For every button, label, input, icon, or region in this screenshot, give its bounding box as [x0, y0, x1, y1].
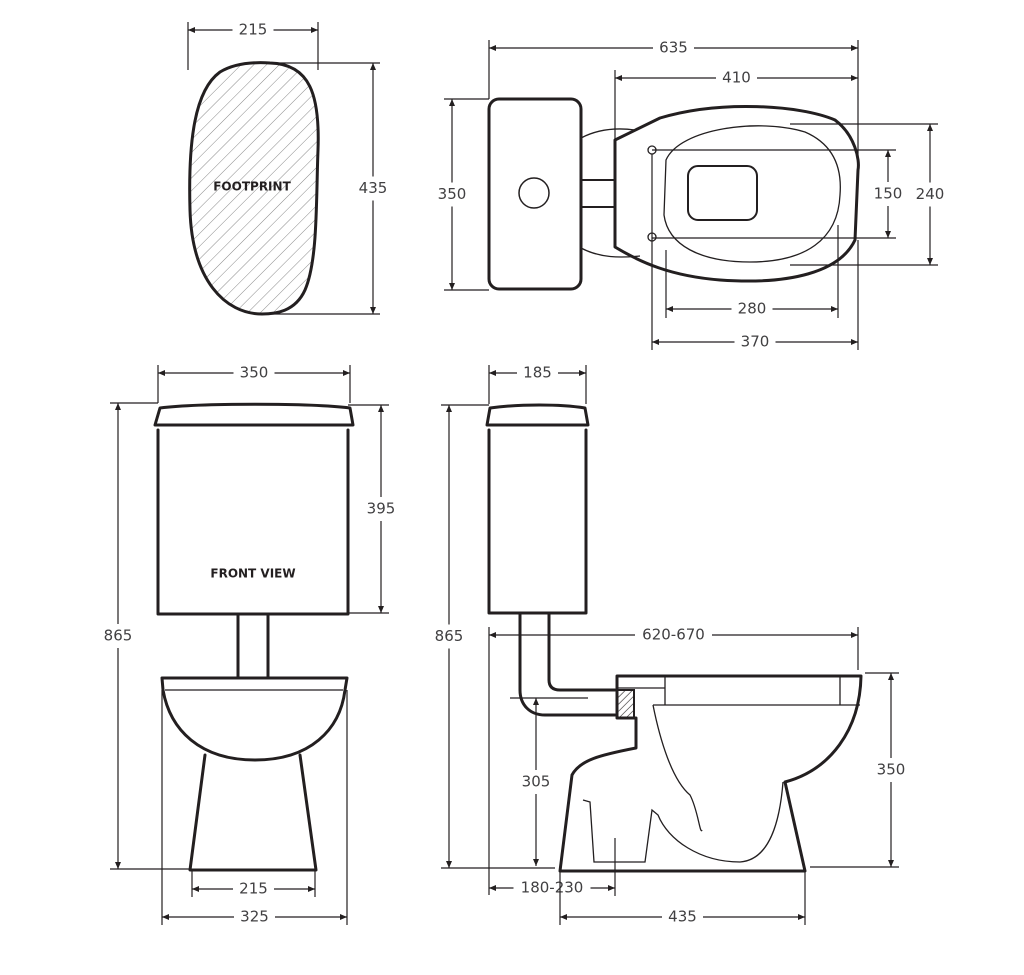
dimension-arrow	[533, 859, 539, 866]
plan-view	[487, 97, 860, 291]
footprint-outline	[188, 61, 320, 316]
lid-plan	[687, 165, 758, 221]
dimension-arrow	[446, 405, 452, 412]
dimension-plan-seat-370: 370	[741, 333, 770, 351]
dimension-arrow	[343, 370, 350, 376]
dimension-arrow	[579, 370, 586, 376]
dimension-plan-overall-length: 635	[659, 39, 688, 57]
dimension-front-overall-height: 865	[104, 627, 133, 645]
dimension-side-base-length: 435	[668, 908, 697, 926]
dimension-arrow	[489, 885, 496, 891]
dimension-arrow	[378, 405, 384, 412]
dimension-arrow	[885, 231, 891, 238]
dimension-arrow	[192, 886, 199, 892]
dimension-side-pan-height: 350	[877, 761, 906, 779]
dimension-side-setout: 180-230	[521, 879, 584, 897]
dimension-arrow	[162, 914, 169, 920]
front-view: FRONT VIEW	[153, 402, 355, 872]
dimension-arrow	[851, 45, 858, 51]
seat-inner-outline	[663, 125, 841, 263]
dimension-side-projection: 620-670	[642, 626, 705, 644]
dimension-arrow	[652, 339, 659, 345]
dimension-arrow	[851, 632, 858, 638]
dimension-arrow	[115, 862, 121, 869]
side-view	[485, 403, 863, 873]
dimension-arrow	[885, 150, 891, 157]
flush-button	[518, 177, 550, 209]
dimension-plan-cistern-width: 350	[438, 185, 467, 203]
dimension-front-pan-width: 325	[240, 908, 269, 926]
dimension-arrow	[188, 27, 195, 33]
dimension-side-inlet-height: 305	[522, 773, 551, 791]
dimension-arrow	[798, 914, 805, 920]
dimension-plan-seat-hinge-spacing: 150	[874, 185, 903, 203]
dimension-arrow	[533, 698, 539, 705]
dimension-arrow	[370, 63, 376, 70]
cistern-front	[153, 402, 355, 616]
cistern-side	[485, 403, 590, 615]
dimension-arrow	[489, 370, 496, 376]
pan-front	[160, 676, 349, 872]
dimension-arrow	[449, 283, 455, 290]
footprint-view: FOOTPRINT	[188, 61, 320, 316]
dimension-front-cistern-height: 395	[367, 500, 396, 518]
dimension-arrow	[927, 258, 933, 265]
dimension-plan-pan-width: 240	[916, 185, 945, 203]
cistern-plan	[487, 97, 583, 291]
dimension-arrow	[378, 606, 384, 613]
dimension-arrow	[831, 306, 838, 312]
dimension-arrow	[489, 45, 496, 51]
waste-hatch	[616, 689, 635, 719]
dimension-arrow	[888, 860, 894, 867]
dimension-arrow	[851, 339, 858, 345]
dimension-arrow	[115, 403, 121, 410]
dimension-plan-seat-280: 280	[738, 300, 767, 318]
dimension-arrow	[927, 124, 933, 131]
dimension-side-cistern-depth: 185	[523, 364, 552, 382]
dimension-side-overall-height: 865	[435, 627, 464, 645]
dimension-front-base-width: 215	[239, 880, 268, 898]
pan-side	[558, 674, 863, 873]
front-view-label: FRONT VIEW	[210, 567, 295, 581]
dimension-arrow	[308, 886, 315, 892]
dimension-arrow	[851, 75, 858, 81]
dimension-arrow	[666, 306, 673, 312]
dimension-front-cistern-width: 350	[240, 364, 269, 382]
dimension-footprint-width: 215	[239, 21, 268, 39]
footprint-label: FOOTPRINT	[213, 180, 291, 194]
dimension-arrow	[311, 27, 318, 33]
dimension-arrow	[449, 99, 455, 106]
dimension-arrow	[615, 75, 622, 81]
pan-plan-outline	[613, 105, 860, 283]
dimension-lines: 215 435 635 410 350 150 240 280 370 350 395 865 215 3…	[101, 21, 947, 926]
dimension-arrow	[340, 914, 347, 920]
dimension-footprint-depth: 435	[359, 179, 388, 197]
dimension-arrow	[560, 914, 567, 920]
dimension-arrow	[888, 673, 894, 680]
dimension-arrow	[608, 885, 615, 891]
dimension-plan-pan-length: 410	[722, 69, 751, 87]
dimension-arrow	[446, 861, 452, 868]
dimension-arrow	[158, 370, 165, 376]
dimension-arrow	[370, 307, 376, 314]
dimension-arrow	[489, 632, 496, 638]
